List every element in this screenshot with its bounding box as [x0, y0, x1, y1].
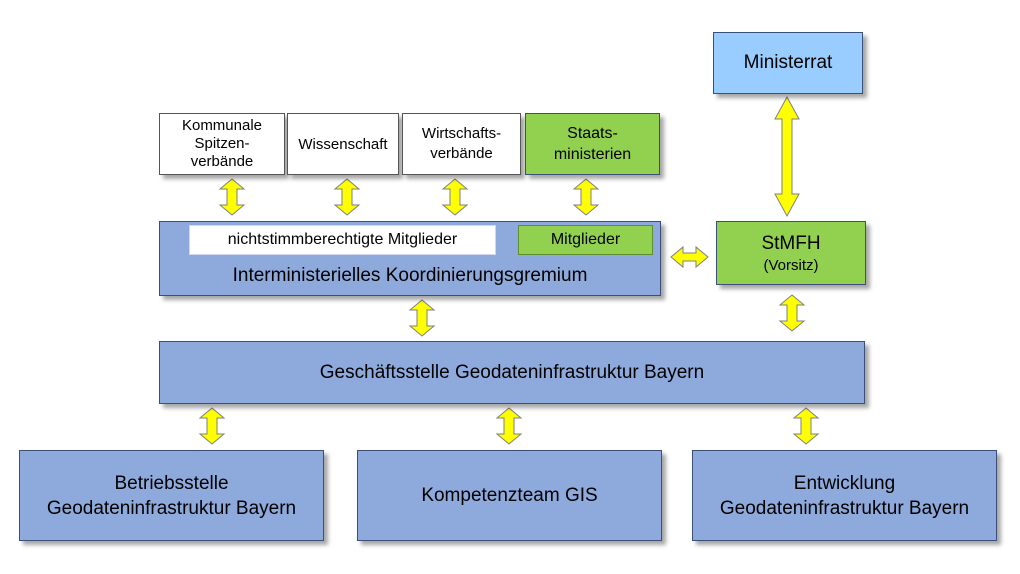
ministerrat-box: Ministerrat — [713, 32, 863, 94]
nichtstimm-label: nichtstimmberechtigte Mitglieder — [227, 231, 458, 248]
mitglieder-label: Mitglieder — [550, 231, 621, 248]
wirtschaft-label: Wirtschafts- verbände — [421, 125, 502, 162]
kompetenzteam-label: Kompetenzteam GIS — [421, 484, 598, 506]
arrow-staatsministerien-gremium — [572, 178, 600, 216]
entwicklung-box: Entwicklung Geodateninfrastruktur Bayern — [692, 450, 997, 541]
geschaeftsstelle-label: Geschäftsstelle Geodateninfrastruktur Ba… — [319, 361, 705, 383]
gremium-label: Interministerielles Koordinierungsgremiu… — [232, 265, 588, 286]
geschaeftsstelle-box: Geschäftsstelle Geodateninfrastruktur Ba… — [159, 341, 865, 404]
staatsministerien-label: Staats- ministerien — [553, 125, 632, 163]
stmfh-subtitle: (Vorsitz) — [763, 256, 819, 274]
nichtstimm-box: nichtstimmberechtigte Mitglieder — [189, 225, 496, 255]
arrow-wissenschaft-gremium — [333, 178, 361, 216]
arrow-stmfh-geschaeftsstelle — [778, 294, 806, 332]
wirtschaft-box: Wirtschafts- verbände — [402, 113, 521, 175]
betriebsstelle-label: Betriebsstelle Geodateninfrastruktur Bay… — [46, 472, 297, 519]
wissenschaft-box: Wissenschaft — [287, 113, 399, 175]
arrow-geschaeftsstelle-kompetenzteam — [495, 407, 523, 445]
arrow-geschaeftsstelle-entwicklung — [792, 407, 820, 445]
mitglieder-box: Mitglieder — [518, 225, 653, 255]
ministerrat-label: Ministerrat — [743, 52, 833, 73]
entwicklung-label: Entwicklung Geodateninfrastruktur Bayern — [719, 472, 970, 519]
kommunale-label: Kommunale Spitzen- verbände — [181, 117, 263, 170]
staatsministerien-box: Staats- ministerien — [525, 113, 660, 175]
arrow-kommunale-gremium — [218, 178, 246, 216]
arrow-geschaeftsstelle-betriebsstelle — [198, 407, 226, 445]
arrow-ministerrat-stmfh — [774, 95, 800, 218]
arrow-gremium-geschaeftsstelle — [408, 299, 436, 337]
arrow-gremium-stmfh — [670, 245, 709, 269]
stmfh-box: StMFH (Vorsitz) — [716, 221, 866, 285]
arrow-wirtschaft-gremium — [441, 178, 469, 216]
kompetenzteam-box: Kompetenzteam GIS — [357, 450, 662, 541]
betriebsstelle-box: Betriebsstelle Geodateninfrastruktur Bay… — [19, 450, 324, 541]
stmfh-title: StMFH — [761, 232, 821, 254]
kommunale-box: Kommunale Spitzen- verbände — [159, 113, 285, 175]
wissenschaft-label: Wissenschaft — [298, 135, 388, 153]
